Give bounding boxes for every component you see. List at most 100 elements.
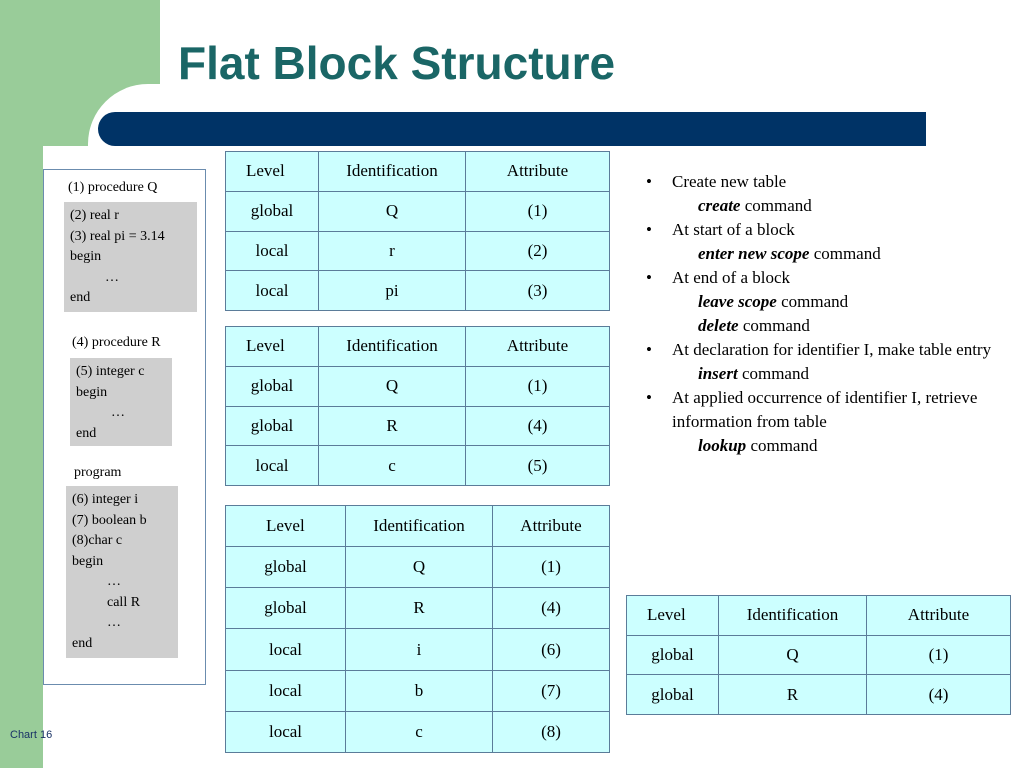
code-line: call R — [72, 594, 141, 610]
code-line: … — [76, 405, 125, 420]
code-line: begin — [72, 553, 104, 569]
command-keyword: insert — [698, 364, 738, 383]
identification-cell: Q — [345, 546, 493, 589]
header-identification: Identification — [318, 326, 466, 367]
level-cell: global — [225, 546, 346, 589]
identification-cell: R — [345, 587, 493, 630]
level-cell: global — [225, 405, 319, 447]
attribute-cell: (4) — [866, 674, 1011, 715]
level-cell: local — [225, 270, 319, 311]
code-line: end — [72, 635, 93, 651]
slide-number: Chart 16 — [10, 729, 53, 741]
table-row: global Q (1) — [225, 365, 610, 407]
program-label: program — [74, 465, 122, 480]
attribute-cell: (5) — [465, 445, 610, 486]
bullet-sub: delete command — [640, 314, 1010, 338]
bullet-item: •At end of a block — [640, 266, 1010, 290]
command-suffix: command — [776, 292, 849, 311]
bullet-dot-icon: • — [646, 172, 652, 191]
table-row: local b (7) — [225, 669, 610, 712]
table-row: local c (8) — [225, 710, 610, 754]
attribute-cell: (1) — [866, 634, 1011, 676]
identification-cell: Q — [318, 365, 466, 407]
table-row: local c (5) — [225, 445, 610, 486]
title-bar — [98, 112, 926, 146]
identification-cell: c — [318, 445, 466, 486]
level-cell: local — [225, 710, 346, 754]
header-attribute: Attribute — [866, 595, 1011, 636]
code-panel: (1) procedure Q (2) real r (3) real pi =… — [43, 169, 206, 685]
table-header-row: Level Identification Attribute — [225, 504, 610, 548]
table-header-row: Level Identification Attribute — [225, 151, 610, 192]
code-line: (8)char c — [72, 533, 123, 548]
level-cell: local — [225, 669, 346, 712]
attribute-cell: (1) — [465, 365, 610, 407]
level-cell: global — [225, 365, 319, 407]
level-cell: global — [225, 587, 346, 630]
level-cell: global — [626, 634, 719, 676]
bullet-sub: leave scope command — [640, 290, 1010, 314]
slide-title: Flat Block Structure — [178, 37, 616, 89]
table-row: global R (4) — [626, 674, 1011, 715]
command-keyword: enter new scope — [698, 244, 810, 263]
identification-cell: c — [345, 710, 493, 754]
identification-cell: b — [345, 669, 493, 712]
bullet-sub: lookup command — [640, 434, 1010, 458]
header-level: Level — [225, 326, 319, 367]
code-line: … — [72, 615, 121, 630]
bullet-item: •At applied occurrence of identifier I, … — [640, 386, 1010, 434]
code-line: (7) boolean b — [72, 512, 147, 528]
bullet-item: • At declaration for identifier I, make t… — [640, 338, 1010, 362]
symbol-table-1: Level Identification Attribute global Q … — [225, 151, 610, 311]
code-block-1: (2) real r (3) real pi = 3.14 begin … en… — [64, 202, 197, 312]
header-identification: Identification — [318, 151, 466, 192]
table-row: local i (6) — [225, 628, 610, 671]
command-suffix: command — [737, 364, 809, 383]
bullet-text: Create new table — [672, 172, 787, 191]
table-row: global Q (1) — [225, 546, 610, 589]
attribute-cell: (8) — [492, 710, 610, 754]
bullet-item: • Create new table — [640, 170, 1010, 194]
command-suffix: command — [746, 436, 818, 455]
header-identification: Identification — [345, 504, 493, 548]
command-keyword: lookup — [698, 436, 747, 455]
table-header-row: Level Identification Attribute — [626, 595, 1011, 636]
header-identification: Identification — [718, 595, 867, 636]
code-line: begin — [76, 384, 108, 400]
table-row: local r (2) — [225, 230, 610, 272]
symbol-table-3: Level Identification Attribute global Q … — [225, 504, 610, 754]
bullet-dot-icon: • — [646, 340, 652, 359]
bullet-sub: insert command — [640, 362, 1010, 386]
level-cell: local — [225, 445, 319, 486]
bullet-sub: enter new scope command — [640, 242, 1010, 266]
attribute-cell: (7) — [492, 669, 610, 712]
command-keyword: leave scope — [698, 292, 777, 311]
bullet-text: At start of a block — [672, 220, 795, 239]
table-row: global Q (1) — [626, 634, 1011, 676]
command-suffix: command — [738, 316, 810, 335]
code-block-3: (6) integer i (7) boolean b (8)char c be… — [66, 486, 178, 658]
attribute-cell: (4) — [492, 587, 610, 630]
identification-cell: i — [345, 628, 493, 671]
code-line: (3) real pi = 3.14 — [70, 228, 165, 244]
attribute-cell: (3) — [465, 270, 610, 311]
bullet-dot-icon: • — [646, 268, 652, 287]
code-line: … — [70, 269, 119, 285]
header-level: Level — [626, 595, 719, 636]
bullet-text: At declaration for identifier I, make ta… — [672, 340, 992, 359]
command-suffix: command — [809, 244, 881, 263]
level-cell: local — [225, 230, 319, 272]
attribute-cell: (4) — [465, 405, 610, 447]
level-cell: global — [225, 190, 319, 232]
command-keyword: delete — [698, 316, 739, 335]
bullet-list: •Create new table create command •At sta… — [640, 170, 1010, 458]
table-row: global R (4) — [225, 405, 610, 447]
attribute-cell: (1) — [465, 190, 610, 232]
table-header-row: Level Identification Attribute — [225, 326, 610, 367]
code-line: end — [76, 425, 97, 441]
level-cell: local — [225, 628, 346, 671]
code-line: (2) real r — [70, 208, 119, 223]
code-line: end — [70, 290, 91, 305]
header-level: Level — [225, 151, 319, 192]
symbol-table-2: Level Identification Attribute global Q … — [225, 326, 610, 486]
